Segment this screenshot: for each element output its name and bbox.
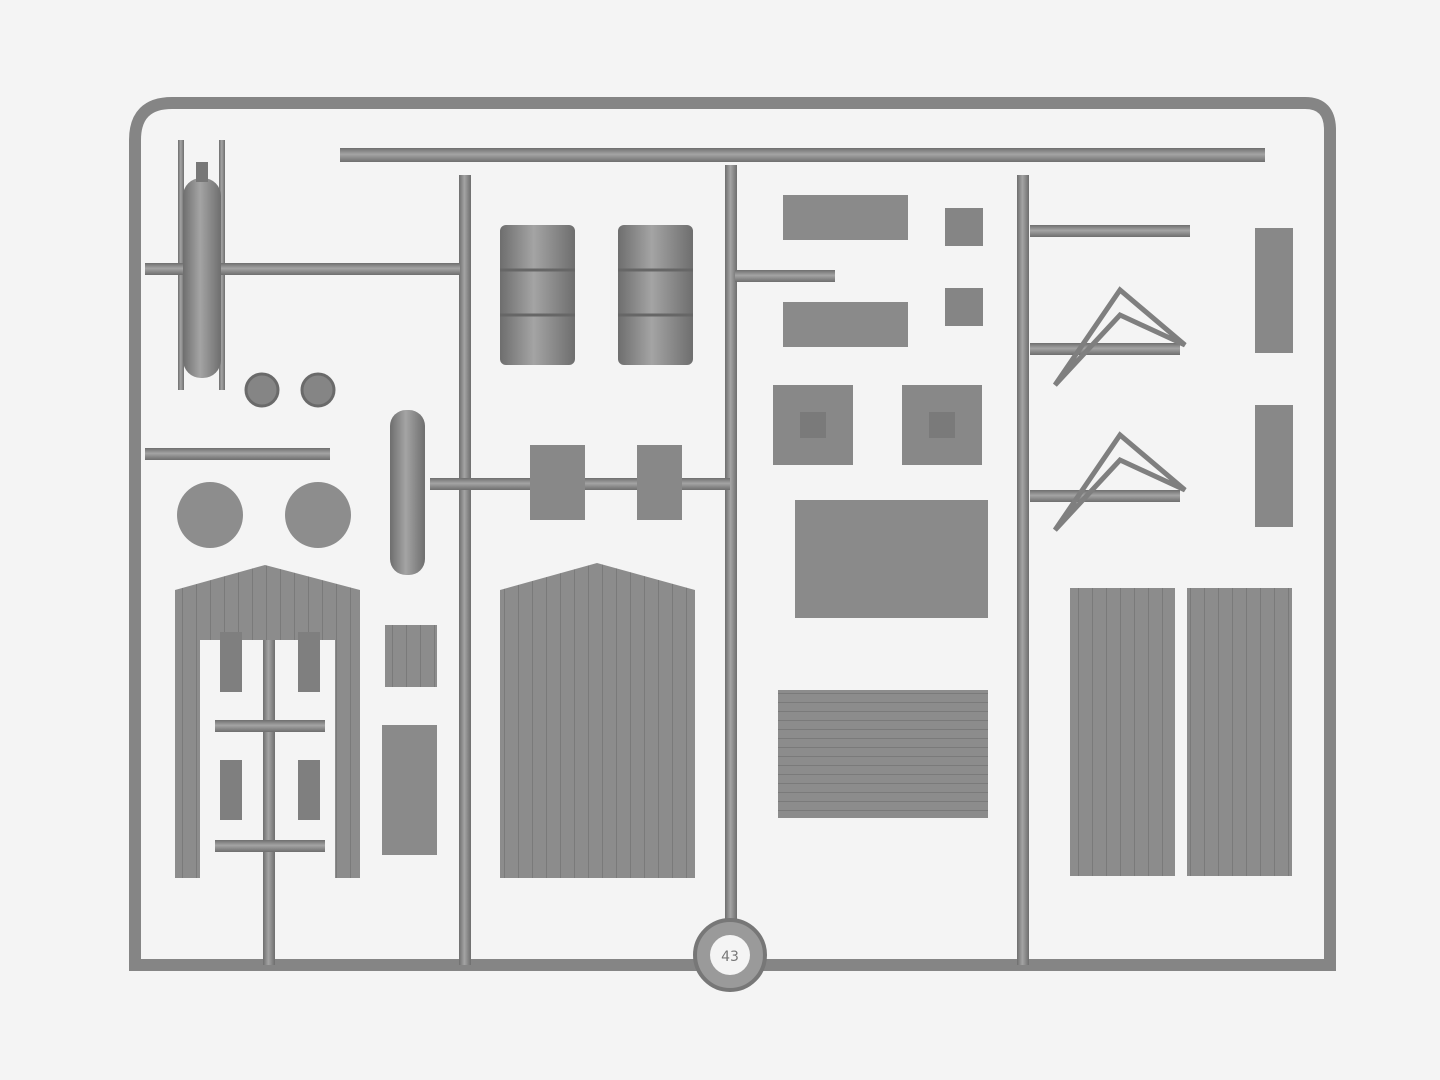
sprue-gate: 43 (693, 918, 767, 992)
round-disc-1 (177, 482, 243, 548)
planked-board-1 (1070, 588, 1175, 876)
square-plate-2 (902, 385, 982, 465)
square-plate-1 (773, 385, 853, 465)
oil-drum-2 (618, 225, 693, 365)
ridged-roof-panel (778, 690, 988, 818)
wooden-door-arch (175, 565, 360, 878)
gas-cylinder (183, 162, 221, 378)
sprue-frame (129, 97, 1336, 971)
planked-panel (500, 563, 695, 878)
planked-board-2 (1187, 588, 1292, 876)
round-disc-2 (285, 482, 351, 548)
oil-drum-1 (500, 225, 575, 365)
flat-panel (795, 500, 988, 618)
a-frame-2 (1052, 431, 1187, 532)
a-frame-1 (1052, 286, 1187, 387)
svg-text:43: 43 (721, 949, 739, 965)
